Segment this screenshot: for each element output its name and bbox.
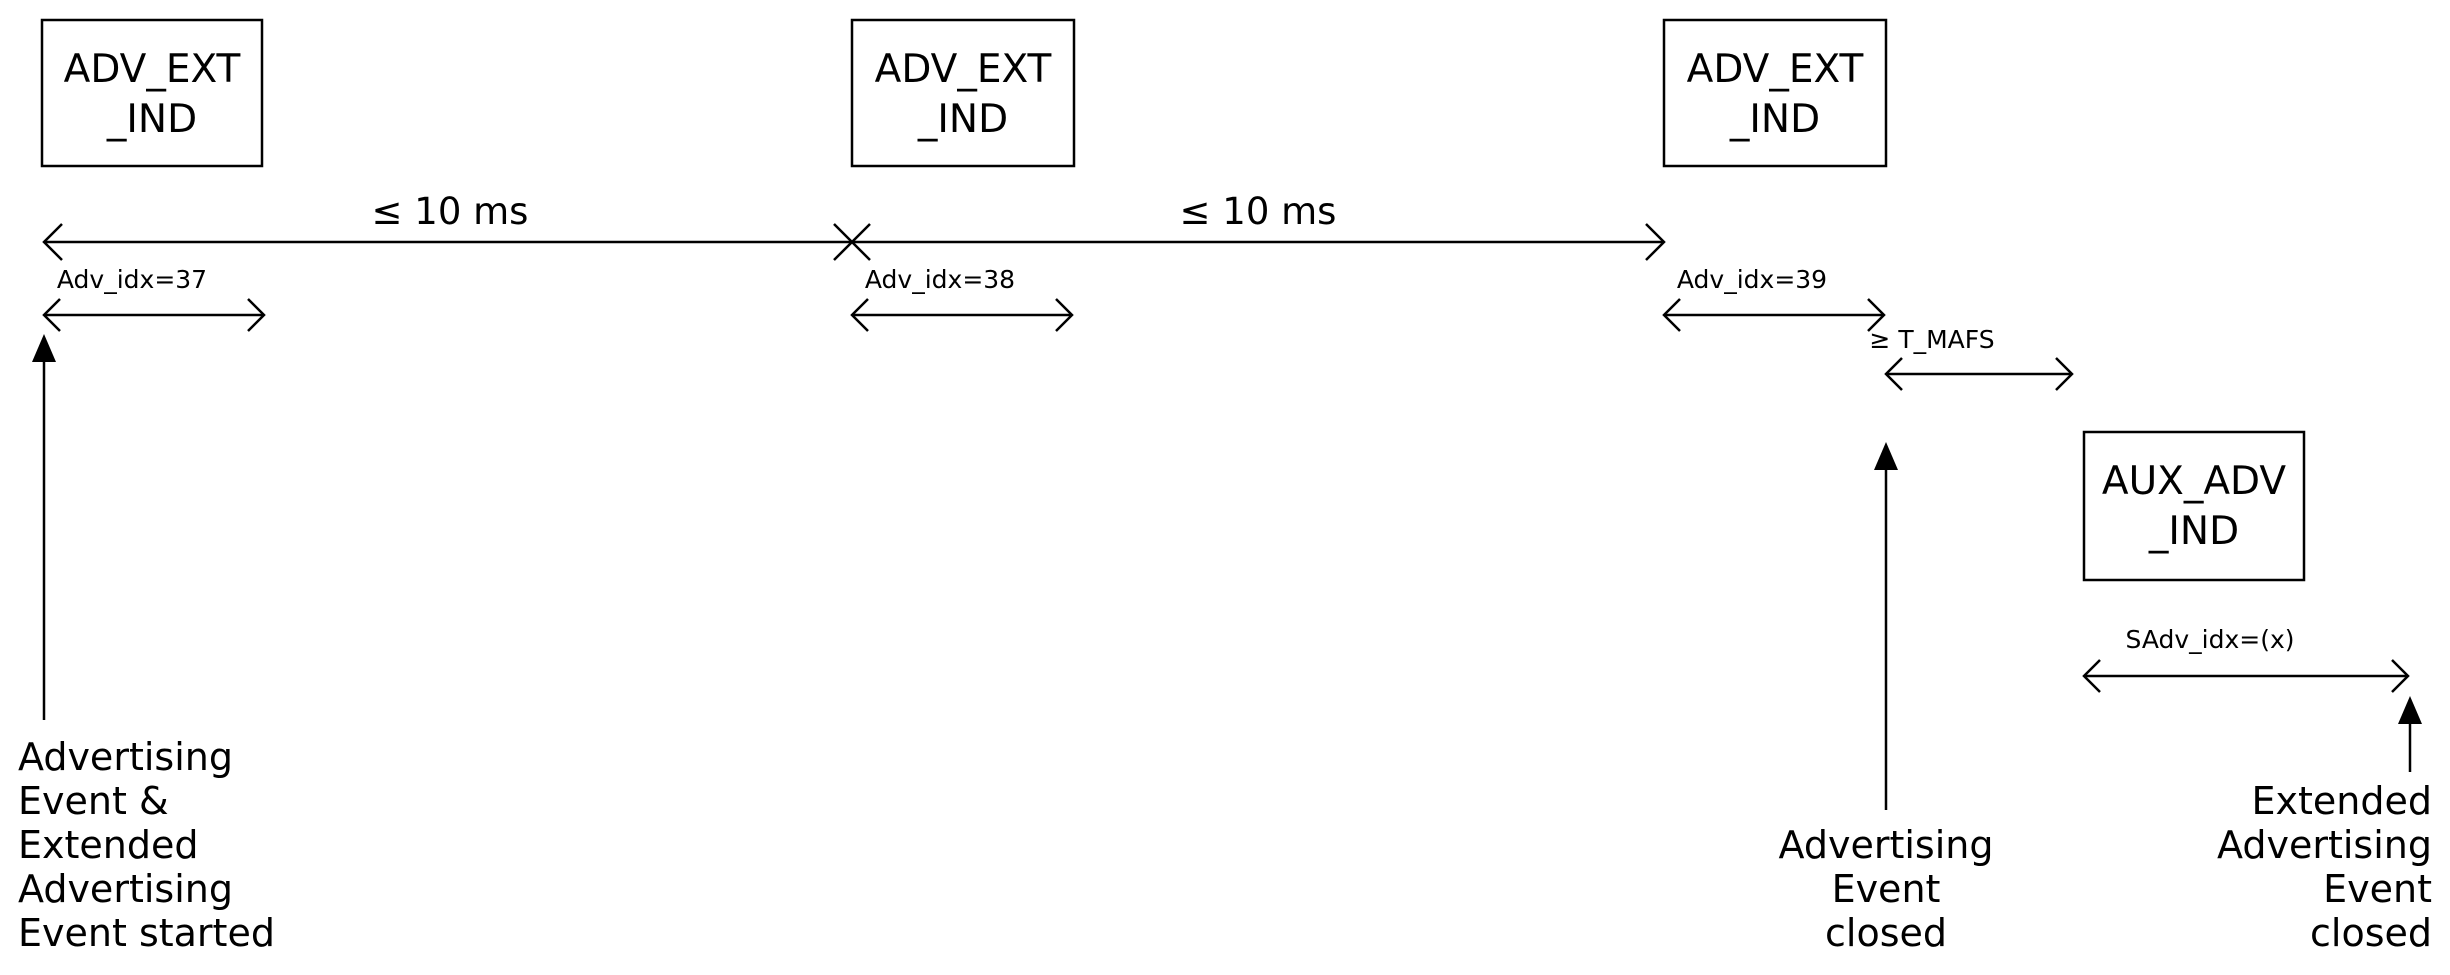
event-label-line: Event bbox=[2323, 867, 2432, 911]
packet-label-line-2: _IND bbox=[2148, 509, 2239, 554]
interval-label: ≤ 10 ms bbox=[372, 190, 529, 233]
event-label-line: Advertising bbox=[1779, 823, 1994, 867]
packet-label-line-1: ADV_EXT bbox=[875, 47, 1052, 92]
arrow-up-icon bbox=[1874, 442, 1898, 470]
event-label-line: Event & bbox=[18, 779, 169, 823]
packet-duration-aux: SAdv_idx=(x) bbox=[2082, 625, 2410, 693]
packet-duration-3: Adv_idx=39 bbox=[1662, 265, 1886, 332]
packet-box-adv-ext-1: ADV_EXT _IND bbox=[40, 18, 264, 168]
interval-gap-1: ≤ 10 ms bbox=[42, 190, 854, 261]
event-label-line: Advertising bbox=[2217, 823, 2432, 867]
index-label: Adv_idx=37 bbox=[57, 265, 207, 294]
event-marker-adv-closed: Advertising Event closed bbox=[1779, 442, 1994, 955]
packet-label-line-1: ADV_EXT bbox=[64, 47, 241, 92]
index-label: SAdv_idx=(x) bbox=[2125, 625, 2294, 654]
event-label-line: closed bbox=[1825, 911, 1947, 955]
packet-box-adv-ext-2: ADV_EXT _IND bbox=[850, 18, 1076, 168]
interval-label: ≤ 10 ms bbox=[1180, 190, 1337, 233]
interval-label: ≥ T_MAFS bbox=[1869, 325, 1994, 354]
index-label: Adv_idx=39 bbox=[1677, 265, 1827, 294]
arrowhead-left bbox=[42, 223, 63, 261]
interval-gap-2: ≤ 10 ms bbox=[850, 190, 1666, 261]
event-label-line: Extended bbox=[2252, 779, 2432, 823]
event-marker-ext-closed: Extended Advertising Event closed bbox=[2217, 696, 2432, 955]
event-label-line: Advertising bbox=[18, 735, 233, 779]
packet-duration-1: Adv_idx=37 bbox=[42, 265, 266, 332]
packet-label-line-1: ADV_EXT bbox=[1687, 47, 1864, 92]
interval-mafs: ≥ T_MAFS bbox=[1869, 325, 2074, 391]
event-label-line: Extended bbox=[18, 823, 198, 867]
packet-label-line-1: AUX_ADV bbox=[2102, 459, 2286, 504]
arrowhead-left bbox=[850, 223, 871, 261]
arrow-up-icon bbox=[2398, 696, 2422, 724]
arrow-up-icon bbox=[32, 334, 56, 362]
event-label-line: closed bbox=[2310, 911, 2432, 955]
packet-box-aux-adv: AUX_ADV _IND bbox=[2082, 430, 2306, 582]
packet-label-line-2: _IND bbox=[106, 97, 197, 142]
event-label-line: Advertising bbox=[18, 867, 233, 911]
index-label: Adv_idx=38 bbox=[865, 265, 1015, 294]
event-label-line: Event started bbox=[18, 911, 275, 955]
packet-duration-2: Adv_idx=38 bbox=[850, 265, 1074, 332]
packet-label-line-2: _IND bbox=[917, 97, 1008, 142]
event-label-line: Event bbox=[1832, 867, 1941, 911]
arrowhead-right bbox=[1645, 223, 1666, 261]
event-marker-started: Advertising Event & Extended Advertising… bbox=[18, 334, 275, 955]
packet-box-adv-ext-3: ADV_EXT _IND bbox=[1662, 18, 1888, 168]
packet-label-line-2: _IND bbox=[1729, 97, 1820, 142]
